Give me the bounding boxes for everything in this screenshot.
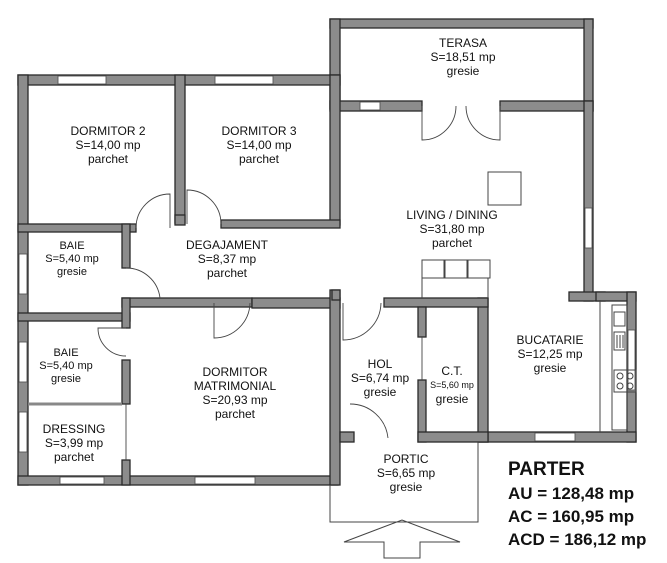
area-summary: PARTER AU = 128,48 mp AC = 160,95 mp ACD… xyxy=(508,458,646,551)
fixtures xyxy=(28,171,637,432)
room-floor: gresie xyxy=(389,480,423,494)
room-name-line2: MATRIMONIAL xyxy=(193,379,277,393)
room-floor: parchet xyxy=(214,407,256,421)
room-name: DORMITOR 2 xyxy=(70,124,146,138)
room-area: S=6,74 mp xyxy=(350,371,410,385)
room-portic: PORTIC S=6,65 mp gresie xyxy=(377,452,435,494)
room-name: C.T. xyxy=(441,364,463,378)
room-hol: HOL S=6,74 mp gresie xyxy=(351,357,409,399)
room-floor: gresie xyxy=(363,385,397,399)
room-floor: gresie xyxy=(446,64,480,78)
room-area: S=3,99 mp xyxy=(44,436,104,450)
room-floor: parchet xyxy=(53,450,95,464)
room-floor: gresie xyxy=(57,266,87,278)
room-baie-2: BAIE S=5,40 mp gresie xyxy=(39,347,93,386)
room-name: DRESSING xyxy=(42,422,106,436)
room-floor: gresie xyxy=(435,392,469,406)
room-floor: gresie xyxy=(51,373,81,385)
summary-acd: ACD = 186,12 mp xyxy=(508,530,647,549)
room-name: BUCATARIE xyxy=(516,333,584,347)
room-dormitor-matrimonial: DORMITOR MATRIMONIAL S=20,93 mp parchet xyxy=(194,365,276,421)
room-dormitor-2: DORMITOR 2 S=14,00 mp parchet xyxy=(70,124,145,166)
room-floor: gresie xyxy=(533,361,567,375)
room-floor: parchet xyxy=(206,266,248,280)
room-terasa: TERASA S=18,51 mp gresie xyxy=(430,36,495,78)
room-name: DORMITOR 3 xyxy=(221,124,297,138)
room-area: S=6,65 mp xyxy=(376,466,436,480)
room-floor: parchet xyxy=(238,152,280,166)
windows xyxy=(18,75,636,485)
room-name: LIVING / DINING xyxy=(406,208,498,222)
porch xyxy=(329,442,479,559)
room-living-dining: LIVING / DINING S=31,80 mp parchet xyxy=(406,208,497,250)
room-bucatarie: BUCATARIE S=12,25 mp gresie xyxy=(517,333,584,375)
room-ct: C.T. S=5,60 mp gresie xyxy=(430,364,474,406)
room-baie-1: BAIE S=5,40 mp gresie xyxy=(45,240,99,279)
summary-ac: AC = 160,95 mp xyxy=(508,507,635,526)
room-area: S=14,00 mp xyxy=(75,138,141,152)
room-name: BAIE xyxy=(59,240,85,252)
summary-title: PARTER xyxy=(508,459,585,480)
summary-au: AU = 128,48 mp xyxy=(508,484,635,503)
room-area: S=5,60 mp xyxy=(430,380,474,390)
room-name: HOL xyxy=(367,357,393,371)
room-area: S=12,25 mp xyxy=(517,347,583,361)
room-name-line1: DORMITOR xyxy=(202,365,268,379)
interior-walls xyxy=(17,74,489,486)
room-name: PORTIC xyxy=(383,452,429,466)
room-dormitor-3: DORMITOR 3 S=14,00 mp parchet xyxy=(221,124,296,166)
room-floor: parchet xyxy=(87,152,129,166)
room-name: DEGAJAMENT xyxy=(185,238,269,252)
room-area: S=31,80 mp xyxy=(419,222,485,236)
room-area: S=14,00 mp xyxy=(226,138,292,152)
room-dressing: DRESSING S=3,99 mp parchet xyxy=(43,422,106,464)
room-area: S=8,37 mp xyxy=(197,252,257,266)
room-floor: parchet xyxy=(431,236,473,250)
room-degajament: DEGAJAMENT S=8,37 mp parchet xyxy=(186,238,268,280)
room-name: BAIE xyxy=(53,347,79,359)
room-area: S=5,40 mp xyxy=(39,360,93,372)
room-area: S=20,93 mp xyxy=(202,393,268,407)
room-name: TERASA xyxy=(438,36,488,50)
doors xyxy=(97,105,501,460)
room-area: S=5,40 mp xyxy=(45,253,99,265)
room-area: S=18,51 mp xyxy=(430,50,496,64)
